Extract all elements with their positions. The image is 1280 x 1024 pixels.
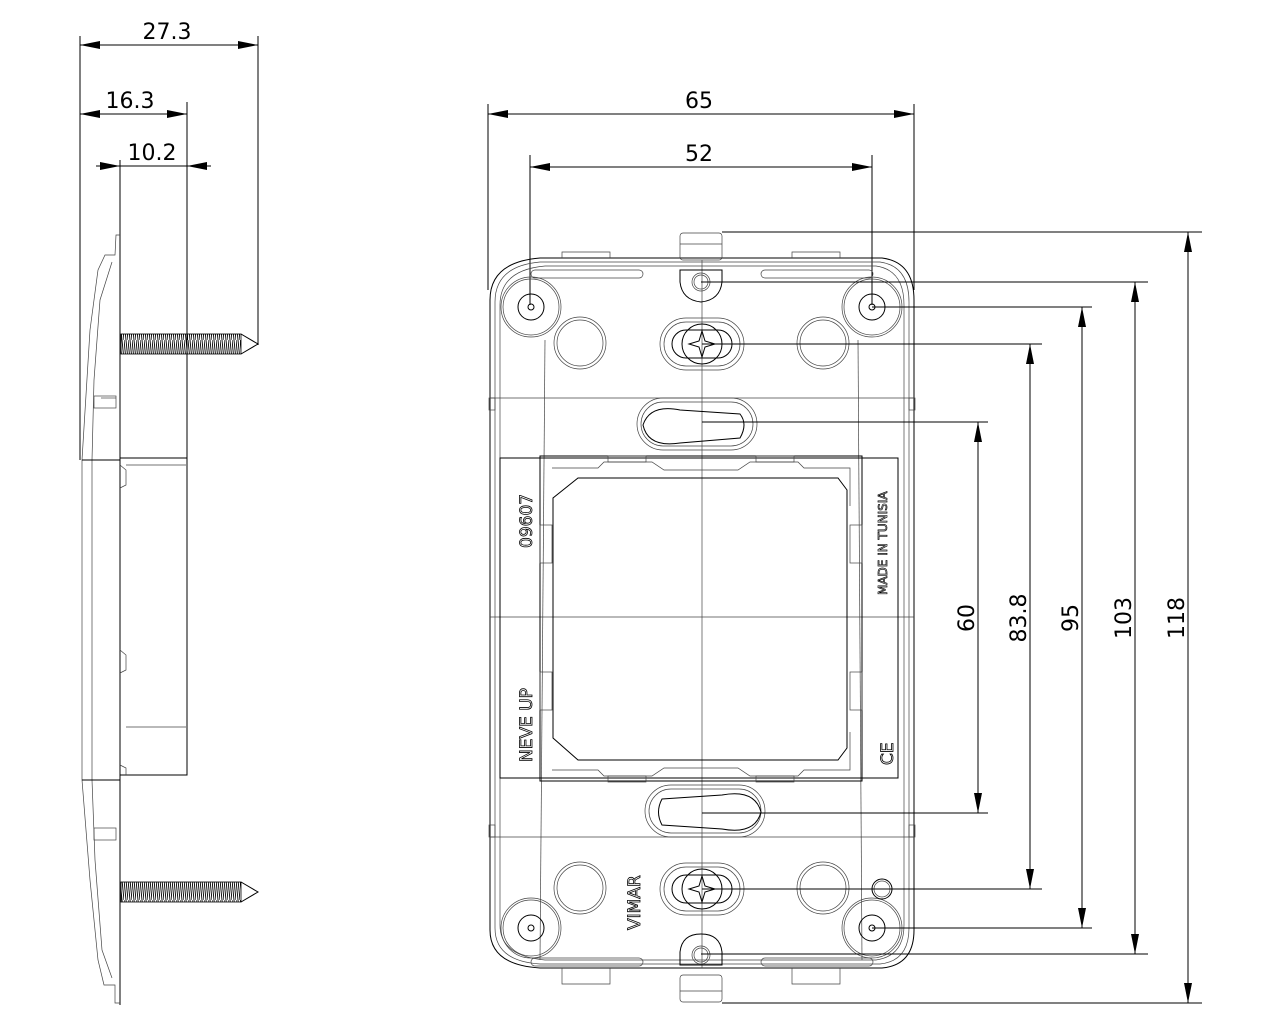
dimension-52: 52 [530,142,872,171]
keyhole-slot-top [636,397,758,451]
module-box-profile [119,457,188,776]
dimension-16-3: 16.3 [80,89,187,118]
dimension-95: 95 [1059,307,1086,928]
dimension-label: 27.3 [143,20,192,45]
side-view: 27.3 16.3 10.2 [79,20,259,1005]
screw-top [120,333,259,355]
screw-bottom [120,881,259,903]
ce-marking: CE [878,742,898,765]
series-marking: NEVE UP [517,688,537,762]
corner-hole-bottom-right [841,878,903,959]
module-window [499,455,899,783]
bottom-tab [530,933,874,1003]
brand-marking: VIMAR [625,875,645,930]
corner-hole-bottom-left [500,897,562,959]
dimension-83-8: 83.8 [1007,344,1034,889]
top-tab [530,232,874,303]
round-holes [553,316,850,915]
origin-marking: MADE IN TUNISIA [876,491,890,595]
keyhole-slot-bottom [644,784,766,838]
front-view: 65 52 [487,89,1202,1004]
dimension-label: 95 [1059,604,1084,632]
dimension-60: 60 [955,422,982,813]
dimension-label: 103 [1112,597,1137,639]
dimension-118: 118 [1165,232,1192,1003]
dimension-label: 118 [1165,597,1190,639]
dimension-label: 83.8 [1007,594,1032,643]
dimension-27-3: 27.3 [80,20,258,49]
dimension-label: 52 [685,142,713,167]
dimension-label: 65 [685,89,713,114]
dimension-65: 65 [488,89,914,118]
part-number-marking: 09607 [517,494,537,548]
dimension-label: 60 [955,604,980,632]
dimension-103: 103 [1112,282,1139,954]
dimension-label: 16.3 [106,89,155,114]
corner-hole-top-left [500,276,562,338]
dimension-label: 10.2 [128,141,177,166]
dimension-10-2: 10.2 [96,141,211,170]
plate-profile [81,234,121,1005]
